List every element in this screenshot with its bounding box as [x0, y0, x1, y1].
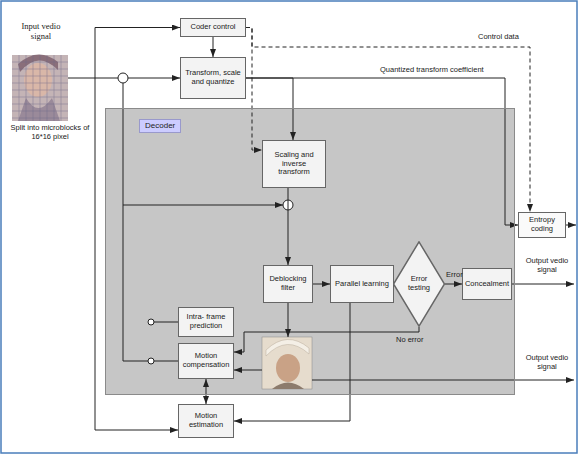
signal-label: Control data [478, 33, 538, 42]
output-label: Output vedio signal [521, 354, 573, 371]
process-box: Concealment [462, 268, 512, 300]
box-label: Entropy coding [522, 216, 562, 233]
note-label: Split into microblocks of 16*16 pixel [8, 124, 92, 141]
layout-wires [68, 28, 576, 431]
process-box: Parallel learning [330, 265, 394, 303]
process-box: Transform, scale and quantize [180, 57, 246, 99]
connector-label: Quantized transform coefficient [380, 66, 484, 75]
region-title: Decoder [139, 119, 181, 133]
filter-box: Deblocking filter [263, 265, 313, 303]
box-label: Error testing [404, 275, 434, 292]
box-label: Motion compensation [182, 352, 230, 369]
box-label: Parallel learning [335, 280, 389, 289]
box-label: Scaling and inverse transform [266, 151, 322, 177]
flow-connector [246, 78, 518, 225]
decoded-picture [262, 337, 312, 389]
box-label: Coder control [190, 23, 235, 32]
flow-connector [213, 37, 214, 57]
output-label: Output vedio signal [521, 257, 573, 274]
process-box: Motion estimation [178, 404, 234, 438]
flow-connector [288, 188, 289, 265]
process-box: Scaling and inverse transform [262, 140, 326, 188]
flow-connector [445, 284, 462, 285]
box-label: Intra- frame prediction [182, 313, 230, 330]
flow-connector [234, 303, 350, 421]
box-label: Concealment [465, 280, 509, 289]
flow-connector [234, 327, 419, 352]
decision-diamond: Error testing [393, 241, 445, 327]
decoder-region-fill [105, 108, 515, 395]
decoder-region: DecoderScaling and inverse transformDebl… [105, 108, 515, 395]
box-label: Motion estimation [182, 412, 230, 429]
process-box: Motion compensation [178, 343, 234, 379]
flow-connector [206, 379, 207, 404]
diamond-shape [394, 242, 445, 326]
connector-label: No error [396, 336, 424, 345]
signal-label: Input vedio signal [12, 22, 70, 42]
control-connector [246, 28, 262, 151]
box-label: Transform, scale and quantize [184, 69, 242, 86]
prediction-box: Intra- frame prediction [178, 307, 234, 337]
control-connector [246, 28, 530, 213]
input-picture [12, 54, 68, 121]
flow-connector [313, 284, 330, 285]
box-label: Deblocking filter [267, 275, 309, 292]
process-box: Entropy coding [518, 212, 566, 238]
connector-label: Error [446, 271, 463, 280]
control-box: Coder control [180, 18, 246, 37]
flow-connector [246, 78, 293, 140]
